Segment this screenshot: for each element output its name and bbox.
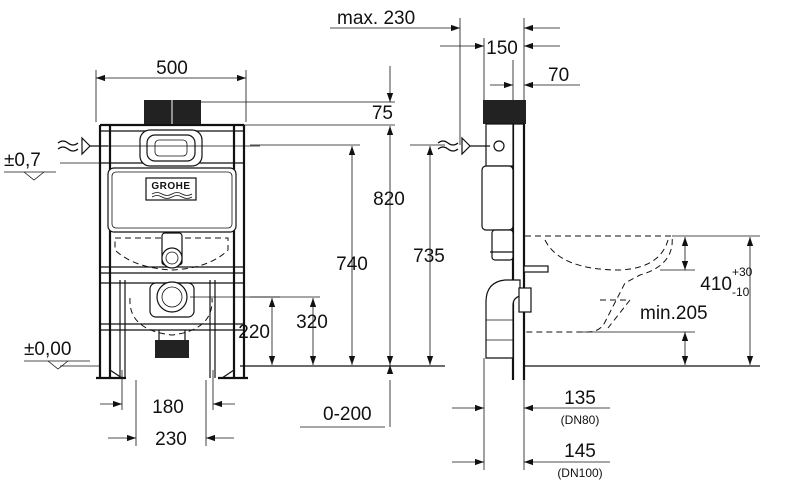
front-dimensions: 500 75 820 740 735 320 220 ±0,7: [4, 58, 445, 450]
offset-dim-75: 75: [372, 103, 393, 124]
bowl-height-tol-lower: -10: [732, 285, 750, 299]
brand-label: GROHE: [151, 181, 190, 192]
height-dim-735: 735: [413, 246, 445, 267]
side-dimensions: max. 230 150 70 410 +30 -10 min.205 135 …: [330, 8, 760, 480]
height-dim-220: 220: [238, 322, 270, 343]
depth-dim-150: 150: [486, 38, 518, 59]
pipe-dim-135: 135: [564, 388, 596, 409]
pipe-dn80-label: (DN80): [561, 413, 600, 427]
height-dim-740: 740: [336, 254, 368, 275]
adjust-range-dim: 0-200: [323, 404, 372, 425]
floor-level: ±0,00: [24, 339, 71, 360]
side-view: [437, 100, 760, 380]
width-dim-500: 500: [156, 58, 188, 79]
pipe-dn100-label: (DN100): [557, 466, 602, 480]
front-view: GROHE: [57, 100, 260, 380]
pipe-dim-145: 145: [564, 441, 596, 462]
foot-outer-dim-230: 230: [155, 429, 187, 450]
height-dim-320: 320: [296, 312, 328, 333]
depth-dim-70: 70: [548, 65, 569, 86]
bowl-height-dim: 410: [700, 274, 732, 295]
max-depth-dim: max. 230: [337, 8, 415, 29]
height-dim-820: 820: [373, 189, 405, 210]
bowl-height-tol-upper: +30: [732, 265, 753, 279]
foot-spacing-dim-180: 180: [152, 397, 184, 418]
min-dim-205: min.205: [640, 303, 708, 324]
supply-level: ±0,7: [4, 150, 41, 171]
